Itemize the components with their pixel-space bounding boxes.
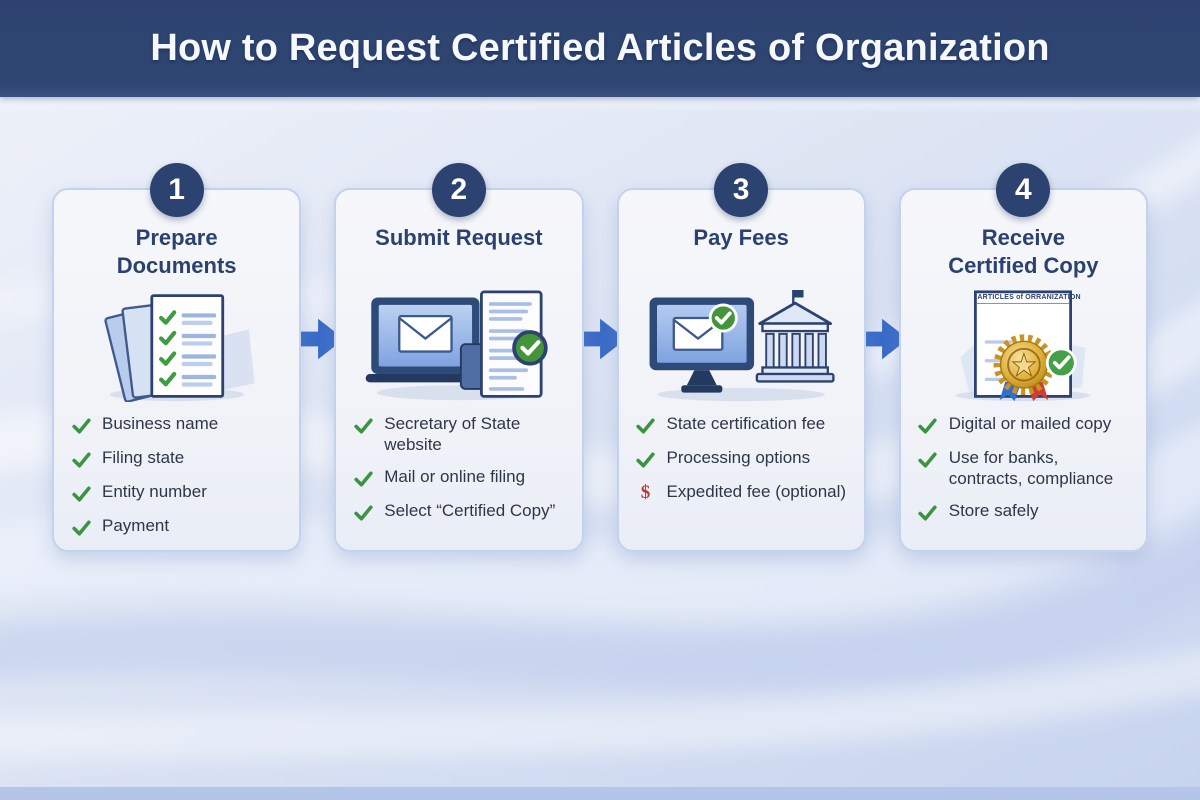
list-item: Digital or mailed copy [917,414,1134,436]
dollar-icon: $ [640,482,651,503]
step-card-pay-fees: 3 Pay Fees [616,163,866,552]
step-checklist: Secretary of State website Mail or onlin… [352,414,569,523]
page-title: How to Request Certified Articles of Org… [150,27,1050,69]
list-item: Select “Certified Copy” [352,501,569,523]
check-icon [70,414,92,436]
check-icon [352,501,374,523]
list-item: Entity number [70,482,287,504]
list-item: Store safely [917,501,1134,523]
step-illustration [619,284,864,408]
list-item: Use for banks, contracts, compliance [917,448,1134,489]
header-underband [0,97,1200,113]
step-number-badge: 4 [996,163,1051,217]
step-title: Pay Fees [693,225,789,250]
step-title: Prepare Documents [116,225,237,278]
step-title: Receive Certified Copy [948,225,1099,278]
list-item: Mail or online filing [352,467,569,489]
step-card-receive-certified-copy: 4 Receive Certified Copy [898,163,1148,552]
list-item: Secretary of State website [352,414,569,455]
monitor-email-bank-icon [649,290,835,402]
list-item: Filing state [70,448,287,470]
check-icon [635,414,657,436]
step-number-badge: 2 [431,163,486,217]
list-item: Business name [70,414,287,436]
list-item: Processing options [635,448,852,470]
header-banner: How to Request Certified Articles of Org… [0,0,1200,97]
step-illustration: ARTICLES of ORRANIZATION [901,284,1146,408]
bottom-accent-band [0,787,1200,800]
laptop-email-document-icon [365,290,548,401]
step-illustration [54,284,299,408]
check-icon [917,448,939,470]
check-icon [352,414,374,436]
check-icon [917,414,939,436]
step-card-prepare-documents: 1 Prepare Documents [52,163,302,552]
steps-row: 1 Prepare Documents [52,163,1148,552]
step-checklist: Digital or mailed copy Use for banks, co… [917,414,1134,523]
step-checklist: State certification fee Processing optio… [635,414,852,503]
step-number-badge: 1 [149,163,204,217]
list-item: State certification fee [635,414,852,436]
check-icon [917,501,939,523]
list-item: $ Expedited fee (optional) [635,482,852,503]
certificate-gold-seal-icon [956,290,1091,402]
check-icon [352,467,374,489]
step-illustration [336,284,581,408]
certificate-title-text: ARTICLES of ORRANIZATION [977,294,1081,304]
documents-checklist-icon [103,294,255,402]
check-icon [635,448,657,470]
step-card-submit-request: 2 Submit Request [334,163,584,552]
step-checklist: Business name Filing state Entity number… [70,414,287,538]
list-item: Payment [70,516,287,538]
step-title: Submit Request [375,225,543,250]
check-icon [70,516,92,538]
check-icon [70,482,92,504]
check-icon [70,448,92,470]
step-number-badge: 3 [714,163,769,217]
